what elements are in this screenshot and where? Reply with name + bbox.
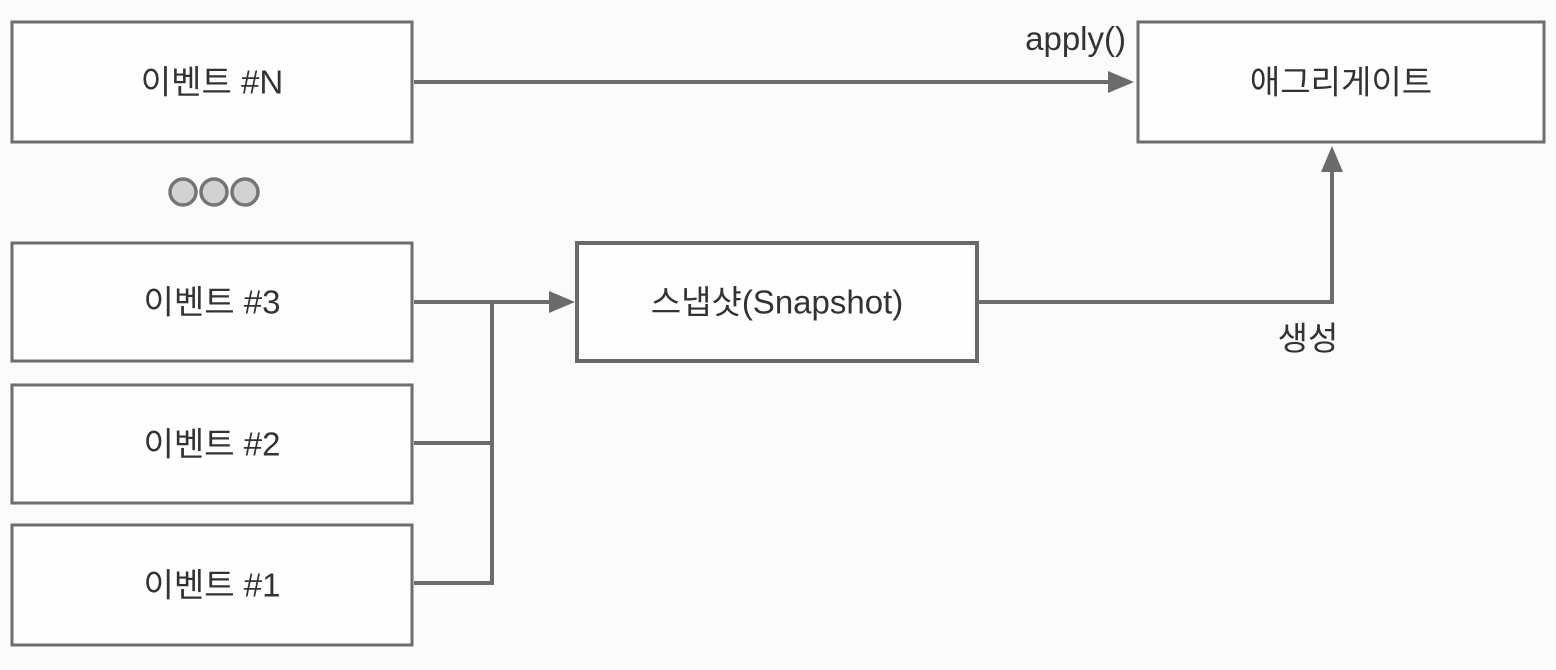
apply-arrowhead-icon — [1108, 71, 1134, 93]
ellipsis-dots-icon — [168, 177, 260, 207]
node-event-n-label: 이벤트 #N — [141, 64, 283, 101]
node-event-3: 이벤트 #3 — [10, 241, 414, 363]
node-event-2: 이벤트 #2 — [10, 383, 414, 505]
node-snapshot-label: 스냅샷(Snapshot) — [651, 284, 904, 321]
snapshot-arrowhead-icon — [549, 291, 575, 313]
node-event-3-box — [10, 241, 414, 363]
node-event-1-box — [10, 523, 414, 647]
node-event-1-label: 이벤트 #1 — [144, 567, 281, 604]
node-event-1: 이벤트 #1 — [10, 523, 414, 647]
node-event-n: 이벤트 #N — [10, 20, 414, 144]
ellipsis-dot-3 — [230, 177, 260, 207]
create-label: 생성 — [1278, 320, 1339, 357]
node-aggregate-box — [1136, 20, 1546, 144]
events-merge-connector — [414, 291, 575, 585]
apply-label: apply() — [1025, 20, 1126, 57]
node-event-2-box — [10, 383, 414, 505]
node-aggregate: 애그리게이트 — [1136, 20, 1546, 144]
apply-arrow: apply() — [414, 20, 1134, 93]
ellipsis-dot-2 — [199, 177, 229, 207]
ellipsis-dot-1 — [168, 177, 198, 207]
node-snapshot-box — [575, 241, 979, 363]
node-event-n-box — [10, 20, 414, 144]
node-snapshot: 스냅샷(Snapshot) — [575, 241, 979, 363]
node-aggregate-label: 애그리게이트 — [1250, 64, 1432, 101]
node-event-2-label: 이벤트 #2 — [144, 426, 281, 463]
node-event-3-label: 이벤트 #3 — [144, 284, 281, 321]
create-arrow-line — [977, 164, 1334, 304]
create-arrow: 생성 — [977, 146, 1343, 357]
create-arrowhead-icon — [1321, 146, 1343, 172]
